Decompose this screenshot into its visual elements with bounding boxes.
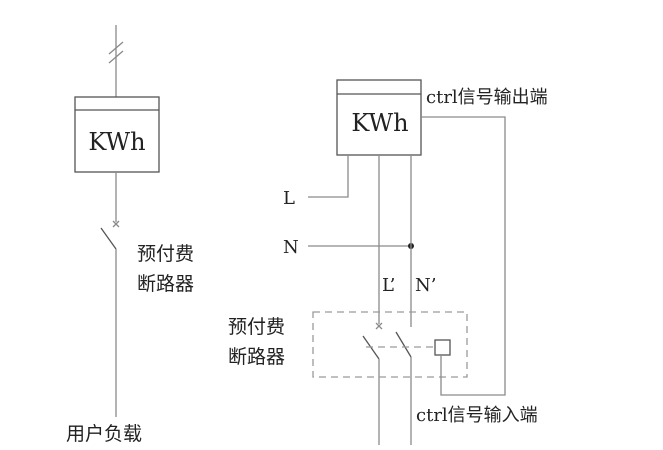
left-breaker-label-line1: 预付费	[137, 243, 194, 265]
load-label: 用户负载	[66, 423, 142, 445]
left-breaker-x-mark-b	[112, 220, 120, 228]
left-meter-box	[74, 96, 160, 173]
line-out-label: L’	[382, 275, 395, 296]
right-breaker-label-line1: 预付费	[228, 316, 285, 338]
left-meter-label: KWh	[88, 128, 145, 156]
left-single-line-diagram: KWh 预付费 断路器 用户负载	[66, 25, 194, 445]
right-breaker-label-line2: 断路器	[228, 346, 285, 368]
ctrl-signal-wire	[421, 116, 506, 396]
left-phase-tick-1	[108, 41, 124, 55]
left-breaker-blade	[100, 227, 117, 250]
left-breaker-label-line2: 断路器	[137, 273, 194, 295]
neutral-label: N	[283, 237, 299, 258]
right-wiring-diagram: KWh ctrl信号输出端 L N L’ N’ 预付费 断路器 ctrl信号输入…	[228, 79, 548, 445]
left-phase-tick-2	[108, 50, 124, 64]
right-meter-label: KWh	[351, 109, 408, 137]
neutral-out-label: N’	[415, 275, 436, 296]
breaker-enclosure	[312, 311, 468, 378]
ctrl-output-label: ctrl信号输出端	[426, 87, 548, 108]
ctrl-input-label: ctrl信号输入端	[416, 405, 538, 426]
neutral-breaker-blade	[395, 331, 412, 358]
breaker-x-mark-b	[375, 322, 383, 330]
line-input-wire	[308, 155, 349, 198]
trip-coil	[434, 339, 451, 356]
line-label: L	[283, 188, 295, 209]
